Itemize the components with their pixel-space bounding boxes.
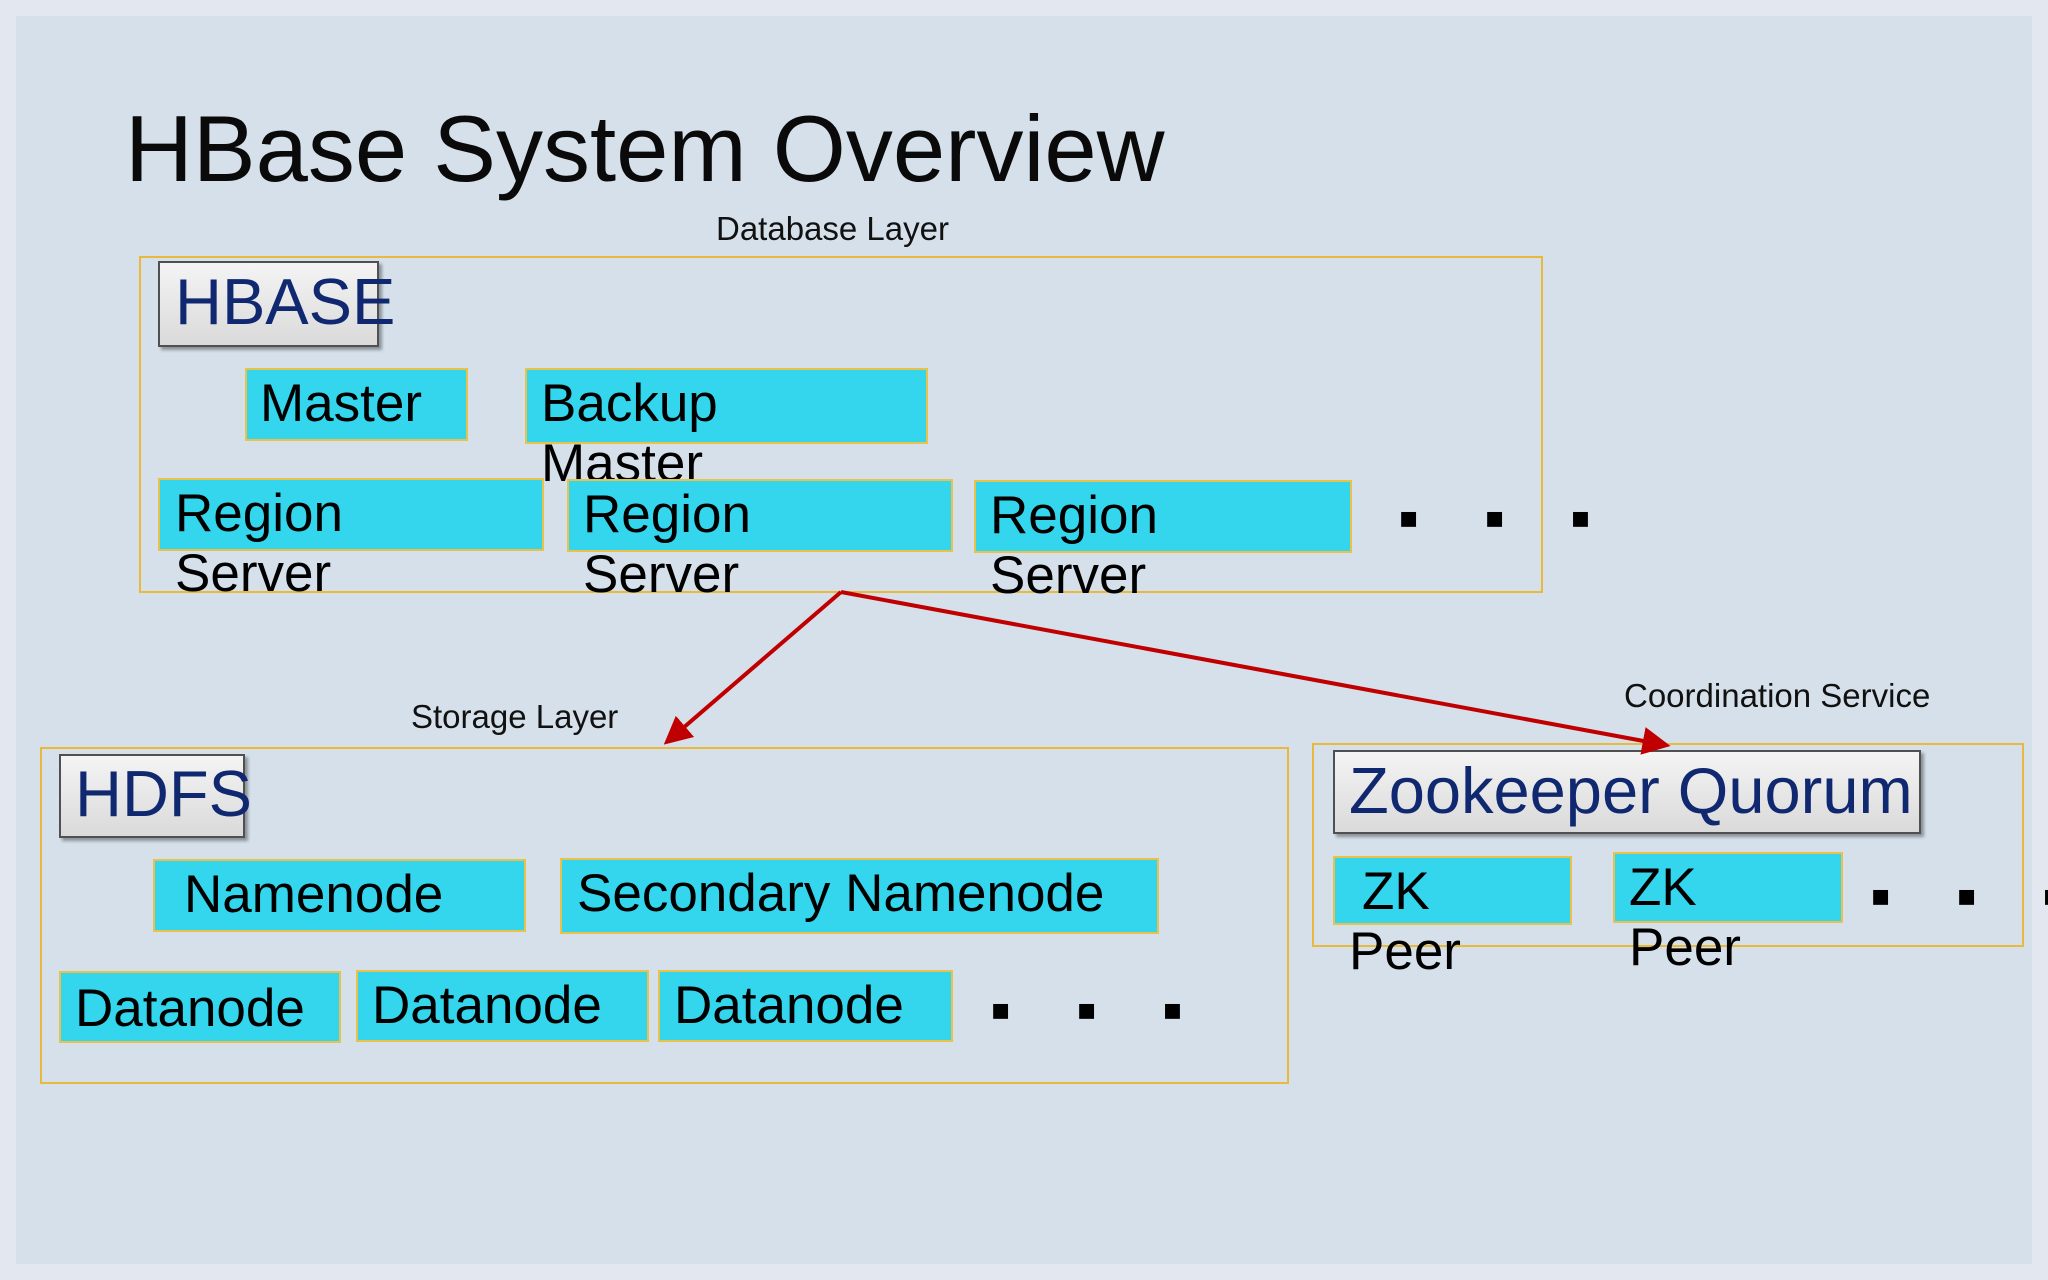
datanode-node xyxy=(356,970,649,1042)
zk-peer-label-line1: ZK xyxy=(1362,862,1430,921)
arrow-to-coordination-service xyxy=(840,590,1671,755)
region-server-label-line2: Server xyxy=(583,545,740,604)
storage-layer-label: Storage Layer xyxy=(411,698,619,735)
coordination-service-label: Coordination Service xyxy=(1624,677,1931,714)
region-server-node xyxy=(567,479,953,552)
region-server-label-line1: Region xyxy=(583,485,751,544)
database-layer-label: Database Layer xyxy=(716,210,949,247)
zk-peer-label-line2: Peer xyxy=(1629,918,1741,977)
datanode-label: Datanode xyxy=(372,976,602,1035)
secondary-namenode-label: Secondary Namenode xyxy=(577,864,1105,923)
datanode-node xyxy=(59,971,341,1043)
region-server-label-line1: Region xyxy=(990,486,1158,545)
zk-peer-node xyxy=(1613,852,1843,923)
region-server-label-line2: Server xyxy=(175,544,332,603)
zk-peer-label-line1: ZK xyxy=(1629,858,1697,917)
page-title: HBase System Overview xyxy=(125,96,1165,201)
hbase-header: HBASE xyxy=(175,265,396,338)
region-server-label-line2: Server xyxy=(990,546,1147,605)
datanode-label: Datanode xyxy=(75,979,305,1038)
namenode-label: Namenode xyxy=(184,865,444,924)
arrow-to-storage-layer xyxy=(663,590,843,745)
hdfs-header-box xyxy=(59,754,245,838)
backup-master-node xyxy=(525,368,928,444)
backup-master-label-line1: Backup xyxy=(541,374,718,433)
slide xyxy=(16,16,2032,1264)
datanode-node xyxy=(658,970,953,1042)
hdfs-header: HDFS xyxy=(75,757,252,830)
region-server-node xyxy=(158,478,544,551)
datanode-label: Datanode xyxy=(674,976,904,1035)
secondary-namenode-node xyxy=(560,858,1159,934)
namenode-node xyxy=(153,859,526,932)
zk-peer-label-line2: Peer xyxy=(1349,922,1461,981)
datanode-ellipsis: ▪ ▪ ▪ xyxy=(990,976,1208,1043)
master-node xyxy=(245,368,468,441)
region-server-ellipsis: ▪ ▪ ▪ xyxy=(1398,484,1616,551)
zookeeper-header: Zookeeper Quorum xyxy=(1349,754,1913,827)
region-server-label-line1: Region xyxy=(175,484,343,543)
master-label: Master xyxy=(260,374,422,433)
hbase-header-box xyxy=(158,261,379,347)
zk-peer-node xyxy=(1333,856,1572,925)
zookeeper-header-box xyxy=(1333,750,1921,834)
storage-layer-group xyxy=(40,747,1289,1084)
zk-peer-ellipsis: ▪ ▪ ▪ xyxy=(1870,862,2048,929)
region-server-node xyxy=(974,480,1352,553)
